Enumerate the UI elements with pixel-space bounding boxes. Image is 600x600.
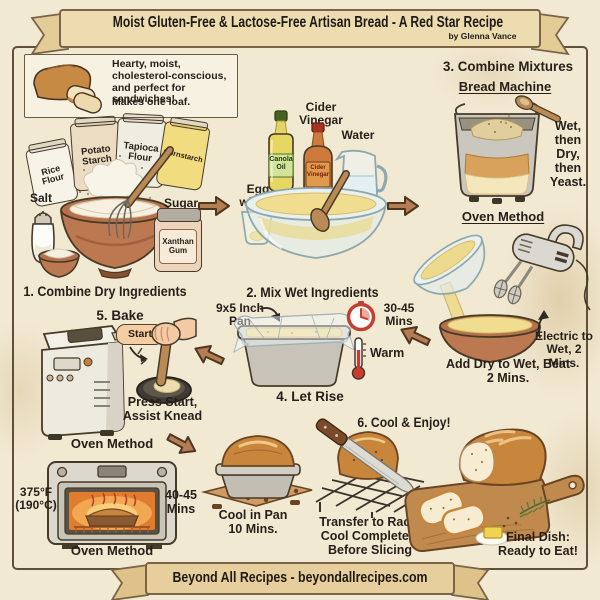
step1-caption: 1. Combine Dry Ingredients [23,284,187,299]
add-dry-note: Add Dry to Wet, Beat 2 Mins. [445,357,571,385]
sugar-label: Sugar [163,196,198,210]
oven-mix-scene [413,224,591,363]
bread-machine [41,325,128,440]
pan-pointer-arrow [259,307,280,322]
mixing-bowl-dry [59,146,174,279]
oven-method-mix-heading: Oven Method [461,209,545,224]
step5-caption: 5. Bake [96,308,144,323]
rise-temp-label: Warm [370,346,405,360]
final-dish-board [404,428,585,553]
cool-in-pan-note: Cool in Pan 10 Mins. [218,508,288,536]
loaf-cooling-in-pan [200,435,313,509]
arrow-bake-to-cool [166,433,197,454]
cider-vinegar-bottle-label: Cider Vinegar [307,165,329,178]
cider-vinegar-bottle [303,122,333,200]
canola-oil-bottle [268,110,294,192]
loaf-pan-wrapped [233,313,355,387]
step4-caption: 4. Let Rise [276,389,344,404]
timer-clock-icon [346,301,376,332]
jar-lid [157,208,201,222]
step2-caption: 2. Mix Wet Ingredients [246,285,379,300]
page-title: Moist Gluten-Free & Lactose-Free Artisan… [112,14,504,31]
knead-note: Press Start, Assist Knead [122,395,203,423]
rise-time-label: 30-45 Mins [383,301,415,329]
start-button-label: Start [128,328,152,340]
arrow-step2-step3 [387,196,419,216]
electric-mixer-note: Electric to Wet, 2 Mins. [534,329,594,370]
xanthan-gum-jar: Xanthan Gum [154,208,202,272]
intro-yield: Makes one loaf. [112,96,191,108]
thermometer-icon [351,337,366,380]
oven [47,461,177,549]
step6-caption: 6. Cool & Enjoy! [357,415,451,430]
xanthan-gum-label: Xanthan Gum [159,229,197,264]
title-ribbon [30,9,570,56]
layer-order-note: Wet, then Dry, then Yeast. [549,119,587,189]
final-dish-note: Final Dish: Ready to Eat! [498,530,578,558]
oven-method-bottom-heading: Oven Method [70,543,154,558]
byline: by Glenna Vance [448,31,517,41]
footer-site: Beyond All Recipes - beyondallrecipes.co… [172,570,428,586]
bread-machine-heading: Bread Machine [458,79,552,94]
transfer-to-rack-note: Transfer to Rack, Cool Completely Before… [319,515,421,557]
cider-vinegar-heading: Cider Vinegar [299,100,343,128]
bread-machine-pan [454,95,562,204]
cooling-rack-scene [315,418,431,518]
start-pointer-arrow [129,346,148,362]
arrow-step1-step2 [198,196,230,216]
intro-text: Hearty, moist, cholesterol-conscious, an… [112,58,227,106]
step3-caption: 3. Combine Mixtures [442,58,574,74]
footer-ribbon [110,562,490,600]
mixing-bowl-wet [244,170,388,259]
small-bowl [38,248,80,278]
oven-method-bake-heading: Oven Method [70,436,154,451]
arrow-mix-to-rise [400,325,431,347]
oven-temp-label: 375°F (190°C) [15,485,57,513]
canola-oil-label: Canola Oil [269,156,293,171]
start-button-bubble: Start [116,324,164,345]
water-label: Water [341,128,375,142]
oven-time-label: 40-45 Mins [165,488,197,516]
bread-loaf-illustration [33,64,102,114]
arrow-rise-to-bake [194,344,225,366]
salt-label: Salt [29,191,52,205]
hand-kneading [136,317,197,404]
